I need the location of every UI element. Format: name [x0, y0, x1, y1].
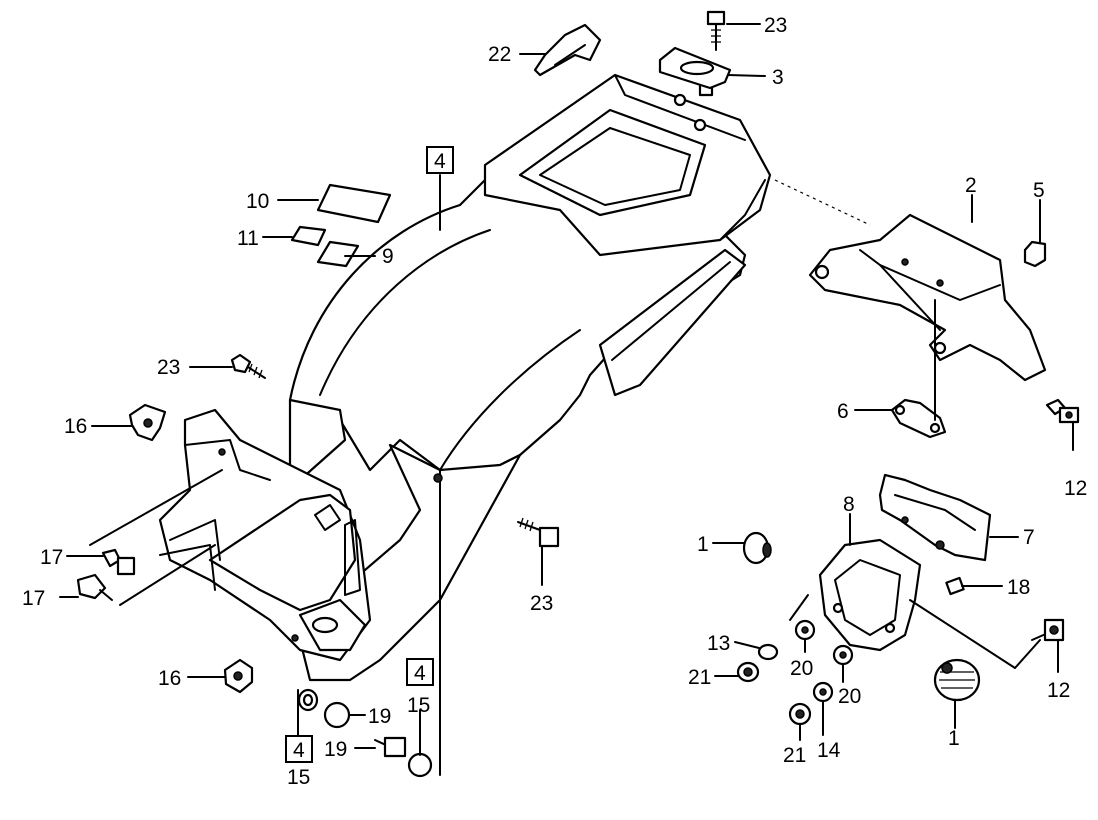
callout-20a: 20: [790, 657, 813, 680]
grommet-1-bottom: [933, 658, 981, 702]
callout-12a: 12: [1064, 477, 1087, 500]
bracket-2: [808, 213, 1047, 382]
nut-20-a: [794, 619, 816, 641]
callout-17a: 17: [40, 546, 63, 569]
callout-23b: 23: [157, 356, 180, 379]
callout-18: 18: [1007, 576, 1030, 599]
callout-4b: 4: [414, 662, 426, 685]
callout-3: 3: [772, 66, 784, 89]
ref-box-4-right: [406, 658, 434, 686]
rear-fender-part: [158, 73, 772, 682]
ref-box-4-left: [285, 735, 313, 763]
callout-13: 13: [707, 632, 730, 655]
leader-lines: [59, 23, 1074, 776]
seal-11: [290, 225, 327, 247]
nut-21-a: [736, 661, 760, 683]
callout-9: 9: [382, 245, 394, 268]
callout-15a: 15: [407, 694, 430, 717]
grommet-1-top: [742, 531, 772, 565]
clip-17-a: [101, 548, 136, 576]
cap-5: [1023, 240, 1047, 268]
callout-4a: 4: [434, 150, 446, 173]
washer-14: [812, 681, 834, 703]
clip-16-top: [128, 403, 167, 442]
bolt-12-top: [1045, 398, 1080, 424]
plate-3: [658, 46, 732, 90]
callout-labels: 23 22 3 4 10 11 9 2 5 23 16 6 12 8 7 1 1…: [22, 14, 1087, 789]
callout-21a: 21: [688, 666, 711, 689]
callout-16b: 16: [158, 667, 181, 690]
bolt-12-bottom: [1031, 618, 1065, 642]
callout-19b: 19: [324, 738, 347, 761]
clip-17-b: [76, 573, 113, 601]
callout-22: 22: [488, 43, 511, 66]
cover-8: [818, 538, 922, 652]
bolt-23-left: [230, 353, 266, 379]
grommet-19-a: [323, 701, 351, 729]
callout-17b: 17: [22, 587, 45, 610]
plate-7: [878, 473, 992, 562]
callout-23a: 23: [764, 14, 787, 37]
grommet-19-b: [374, 736, 407, 758]
callout-7: 7: [1023, 526, 1035, 549]
callout-10: 10: [246, 190, 269, 213]
nut-20-b: [832, 644, 854, 666]
bolt-23-top: [706, 10, 726, 51]
callout-14: 14: [817, 739, 841, 762]
plate-6: [890, 398, 947, 439]
callout-4c: 4: [293, 739, 305, 762]
callout-8: 8: [843, 493, 855, 516]
washer-13: [757, 643, 779, 661]
callout-5: 5: [1033, 179, 1045, 202]
callout-20b: 20: [838, 685, 861, 708]
callout-23c: 23: [530, 592, 553, 615]
callout-15b: 15: [287, 766, 310, 789]
washer-15-right: [407, 752, 433, 778]
washer-15-left: [297, 688, 319, 712]
callout-12b: 12: [1047, 679, 1070, 702]
callout-16a: 16: [64, 415, 87, 438]
clip-16-bottom: [223, 658, 254, 694]
seal-9: [316, 240, 360, 268]
bolt-23-mid: [517, 517, 560, 548]
callout-6: 6: [837, 400, 849, 423]
callout-11: 11: [237, 227, 259, 250]
strap-22: [533, 23, 602, 77]
callout-1b: 1: [948, 727, 960, 750]
collar-18: [945, 576, 965, 596]
callout-19a: 19: [368, 705, 391, 728]
callout-2: 2: [965, 174, 977, 197]
callout-21b: 21: [783, 744, 806, 767]
callout-1a: 1: [697, 533, 709, 556]
seal-10: [316, 183, 392, 224]
nut-21-b: [788, 702, 812, 726]
ref-box-4-top: [426, 146, 454, 174]
